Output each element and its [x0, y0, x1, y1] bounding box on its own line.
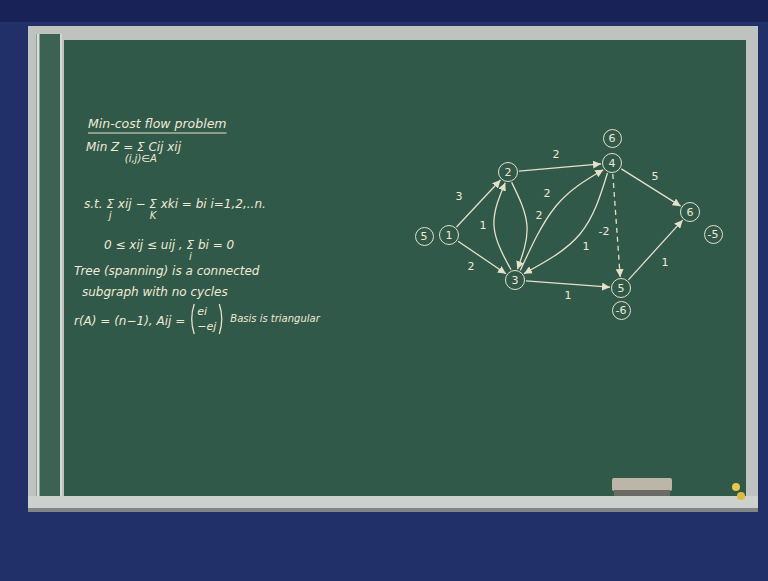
node-number: 5 [618, 283, 625, 294]
arc-cost: 3 [455, 191, 464, 203]
arc-cost: 1 [582, 241, 591, 253]
matrix-bracket [192, 304, 195, 334]
node-number: 6 [687, 207, 694, 218]
supply-circle: 6 [603, 129, 622, 148]
summation-index: (i,j)∈A [125, 153, 157, 165]
arc-cost: 2 [552, 149, 561, 161]
flow-arc [494, 183, 511, 270]
supply-circle: -5 [704, 225, 723, 244]
formula-line: subgraph with no cycles [82, 285, 228, 299]
summation-index: K [150, 210, 157, 222]
graph-node: 4 [602, 153, 622, 173]
node-number: 2 [505, 167, 512, 178]
eraser-base [614, 490, 670, 496]
arc-cost: 2 [535, 210, 544, 222]
flow-arc [512, 182, 527, 269]
board-surface [64, 40, 746, 496]
formula-line: r(A) = (n−1), Aij = [74, 314, 185, 328]
chalk-ledge [28, 496, 758, 508]
arc-cost: 1 [564, 290, 573, 302]
graph-node: 2 [498, 162, 518, 182]
graph-node: 3 [505, 270, 525, 290]
flow-arc [526, 281, 610, 287]
magnet [732, 483, 740, 491]
flow-arc [520, 170, 603, 271]
flow-arc [628, 220, 682, 280]
board-heading: Min-cost flow problem [88, 116, 227, 131]
graph-node: 5 [611, 278, 631, 298]
chalk-marks [88, 133, 227, 334]
ledge-shadow [28, 508, 758, 512]
graph-node: 6 [680, 202, 700, 222]
supply-circle: 5 [415, 227, 434, 246]
wall-top [0, 0, 768, 22]
arc-cost: -2 [598, 226, 611, 238]
flow-arc [519, 164, 601, 171]
node-number: 5 [421, 231, 428, 242]
heading-underline [88, 132, 227, 133]
arc-cost: 5 [651, 171, 660, 183]
board-frame [28, 26, 758, 510]
connectors [457, 164, 683, 287]
formula-line: Min Z = Σ Cij xij [86, 140, 181, 154]
formula-line: Tree (spanning) is a connected [74, 264, 259, 278]
arc-cost: 1 [661, 257, 670, 269]
node-number: -5 [708, 229, 719, 240]
frame-edge [37, 34, 40, 502]
arc-cost: 2 [467, 261, 476, 273]
node-number: 6 [609, 133, 616, 144]
frame-edge [60, 34, 62, 502]
board-side-panel [36, 34, 62, 502]
flow-arc [524, 173, 608, 274]
flow-arc [613, 174, 620, 277]
graph-node: 1 [439, 225, 459, 245]
summation-index: j [109, 210, 112, 222]
flow-arc [621, 169, 680, 206]
matrix-bracket [219, 304, 222, 334]
node-number: 3 [512, 275, 519, 286]
formula-line: 0 ≤ xij ≤ uij , Σ bi = 0 [104, 238, 234, 252]
matrix-entry: ei [197, 305, 207, 318]
supply-circle: -6 [612, 301, 631, 320]
node-number: 4 [609, 158, 616, 169]
eraser [612, 478, 672, 491]
arc-cost: 2 [543, 188, 552, 200]
node-number: 1 [446, 230, 453, 241]
arc-cost: 1 [479, 220, 488, 232]
magnet [737, 492, 745, 500]
side-note: Basis is triangular [230, 313, 320, 325]
formula-line: s.t. Σ xij − Σ xki = bi i=1,2,..n. [84, 197, 266, 211]
summation-index: i [189, 251, 192, 263]
matrix-entry: −ej [197, 320, 216, 333]
node-number: -6 [616, 305, 627, 316]
